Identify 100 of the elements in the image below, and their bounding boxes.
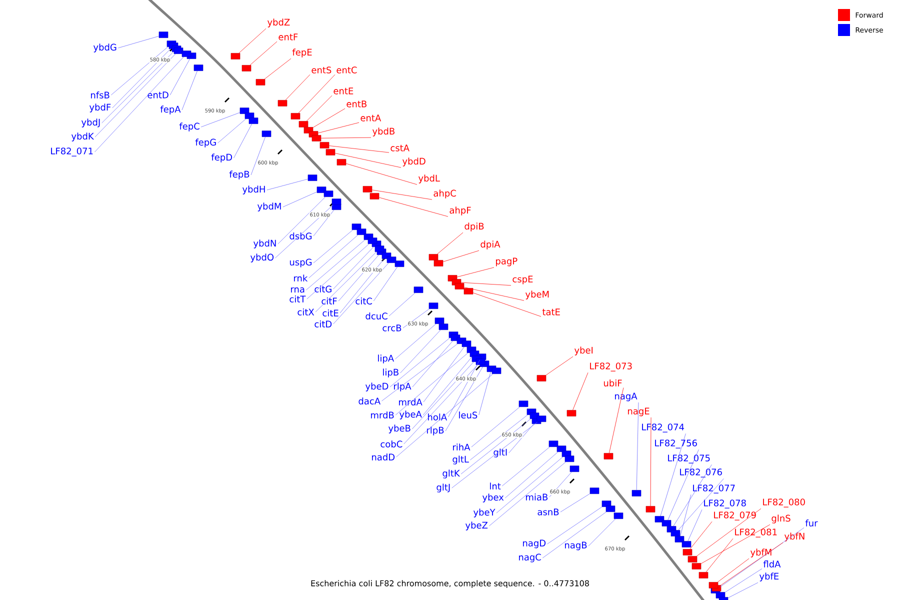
gene-label: ybdO bbox=[250, 254, 274, 262]
gene-block bbox=[316, 186, 326, 193]
leader-line bbox=[94, 56, 184, 152]
gene-block bbox=[428, 254, 438, 260]
gene-block bbox=[256, 79, 266, 86]
gene-label: citT bbox=[290, 296, 306, 302]
gene-block bbox=[312, 135, 322, 142]
gene-block bbox=[548, 440, 558, 447]
leader-line bbox=[282, 192, 318, 208]
gene-label: miaB bbox=[526, 494, 548, 500]
gene-block bbox=[434, 260, 444, 266]
gene-label: holA bbox=[428, 414, 447, 420]
leader-line bbox=[504, 452, 558, 498]
leader-line bbox=[728, 582, 758, 598]
gene-label: LF82_080 bbox=[763, 498, 805, 508]
leader-line bbox=[170, 58, 190, 96]
gene-block bbox=[682, 549, 692, 556]
leader-line bbox=[218, 118, 246, 144]
gene-label: ahpF bbox=[450, 206, 471, 216]
leader-line bbox=[372, 190, 432, 200]
gene-label: cstA bbox=[390, 144, 410, 152]
leader-line bbox=[333, 262, 389, 324]
leader-line bbox=[275, 204, 334, 258]
gene-label: entE bbox=[334, 88, 354, 94]
leader-line bbox=[650, 417, 652, 506]
leader-line bbox=[395, 324, 436, 360]
gene-label: ybeD bbox=[365, 382, 388, 392]
gene-block bbox=[602, 500, 612, 507]
leader-line bbox=[340, 258, 384, 314]
leader-line bbox=[400, 330, 441, 374]
gene-label: dacA bbox=[358, 398, 380, 404]
gene-label: ybex bbox=[482, 494, 504, 502]
gene-label: fepB bbox=[229, 170, 250, 180]
gene-block bbox=[332, 198, 342, 205]
gene-block bbox=[698, 572, 708, 578]
gene-label: rnk bbox=[294, 274, 308, 282]
leader-line bbox=[308, 234, 358, 278]
leader-line bbox=[460, 282, 512, 286]
gene-label: ybeY bbox=[473, 508, 496, 518]
gene-label: lnt bbox=[490, 482, 501, 490]
leader-line bbox=[278, 196, 326, 244]
leader-line bbox=[250, 136, 266, 176]
leader-line bbox=[378, 197, 448, 217]
gene-label: nfsB bbox=[91, 92, 110, 98]
gene-block bbox=[336, 159, 346, 166]
gene-block bbox=[368, 238, 378, 244]
leader-line bbox=[373, 266, 398, 302]
leader-line bbox=[423, 346, 464, 402]
gene-label: ybeM bbox=[525, 290, 549, 300]
leader-line bbox=[390, 338, 450, 388]
gene-block bbox=[370, 193, 380, 200]
gene-label: entC bbox=[336, 66, 357, 74]
gene-block bbox=[434, 318, 444, 324]
gene-label: LF82_076 bbox=[680, 468, 722, 478]
gene-label: rlpA bbox=[394, 382, 412, 392]
gene-block bbox=[530, 412, 540, 419]
gene-label: fepD bbox=[211, 154, 232, 162]
gene-label: rihA bbox=[453, 444, 470, 450]
leader-line bbox=[234, 124, 252, 158]
leader-line bbox=[547, 506, 602, 544]
gene-block bbox=[158, 32, 168, 38]
gene-label: crcB bbox=[382, 324, 402, 332]
gene-label: glnS bbox=[772, 514, 790, 524]
gene-label: ybdH bbox=[242, 186, 265, 194]
gene-label: ybdB bbox=[372, 128, 394, 136]
gene-label: gltL bbox=[452, 456, 469, 464]
leader-line bbox=[718, 558, 750, 582]
leader-line bbox=[395, 352, 468, 416]
leader-line bbox=[338, 254, 379, 302]
leader-line bbox=[412, 340, 453, 388]
gene-label: dpiA bbox=[480, 240, 500, 250]
gene-block bbox=[352, 224, 362, 230]
leader-line bbox=[445, 366, 483, 432]
gene-label: LF82_077 bbox=[693, 484, 735, 494]
gene-block bbox=[262, 130, 272, 137]
gene-label: LF82_074 bbox=[642, 424, 684, 432]
leader-line bbox=[313, 230, 353, 264]
leader-line bbox=[546, 356, 574, 376]
leader-line bbox=[313, 210, 334, 236]
gene-label: nagB bbox=[565, 542, 587, 550]
leader-line bbox=[396, 374, 494, 458]
gene-block bbox=[632, 490, 642, 496]
leader-line bbox=[306, 95, 332, 122]
leader-line bbox=[464, 287, 524, 301]
leader-line bbox=[333, 246, 374, 290]
leader-line bbox=[334, 153, 402, 168]
gene-label: citC bbox=[356, 298, 372, 304]
gene-label: ybdL bbox=[418, 174, 440, 184]
gene-label: nagE bbox=[628, 408, 650, 416]
leader-line bbox=[102, 52, 174, 124]
leader-line bbox=[690, 521, 712, 550]
gene-label: citD bbox=[314, 320, 332, 328]
gene-label: LF82_078 bbox=[704, 500, 746, 508]
gene-block bbox=[646, 506, 656, 512]
leader-line bbox=[452, 422, 538, 488]
gene-block bbox=[604, 453, 614, 460]
gene-label: nagD bbox=[523, 540, 546, 548]
gene-label: rlpB bbox=[427, 426, 444, 436]
gene-label: tatE bbox=[542, 308, 560, 316]
leader-line bbox=[472, 292, 542, 317]
